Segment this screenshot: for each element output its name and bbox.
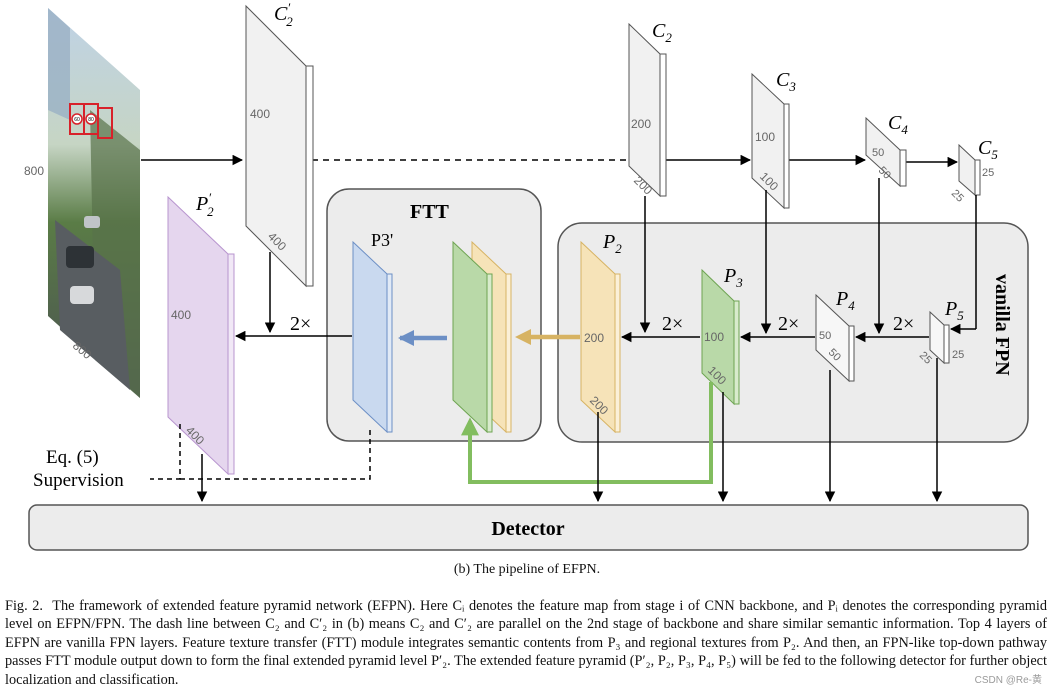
p4-feature-map bbox=[815, 293, 855, 383]
sign-label-1: 60 bbox=[74, 117, 80, 123]
detector-label: Detector bbox=[491, 518, 564, 540]
sign-label-2: 80 bbox=[88, 117, 94, 123]
subcaption: (b) The pipeline of EFPN. bbox=[453, 562, 601, 577]
upsample-label-p3: 2× bbox=[778, 313, 799, 335]
p2-feature-map bbox=[580, 240, 621, 434]
image-height-label: 800 bbox=[24, 164, 44, 178]
c5-title: C5 bbox=[978, 137, 998, 162]
upsample-label-p2prime: 2× bbox=[290, 313, 311, 335]
detector-box bbox=[28, 504, 1029, 551]
p5-feature-map bbox=[929, 310, 950, 365]
p4-left-label: 50 bbox=[819, 330, 831, 342]
p2-prime-title: P′2 bbox=[195, 190, 214, 219]
p2-left-label: 200 bbox=[584, 331, 604, 345]
c3-title: C3 bbox=[776, 69, 796, 94]
c2-prime-title: C′2 bbox=[274, 0, 293, 29]
ftt-title: FTT bbox=[410, 201, 450, 223]
p2-prime-feature-map bbox=[167, 195, 235, 476]
c5-feature-map bbox=[958, 143, 981, 197]
p2-prime-left-label: 400 bbox=[171, 308, 191, 322]
c3-left-label: 100 bbox=[755, 130, 775, 144]
p5-right-label: 25 bbox=[952, 349, 964, 361]
c4-feature-map bbox=[865, 116, 907, 188]
c2-title: C2 bbox=[652, 20, 672, 45]
upsample-label-p2: 2× bbox=[662, 313, 683, 335]
supervision-label: Supervision bbox=[33, 470, 124, 491]
c5-right-label: 25 bbox=[982, 167, 994, 179]
c5-bottom-label: 25 bbox=[949, 188, 966, 205]
p3-prime-title: P3' bbox=[371, 230, 393, 250]
c4-left-label: 50 bbox=[872, 147, 884, 159]
c2-left-label: 200 bbox=[631, 117, 651, 131]
figure-caption: Fig. 2. The framework of extended featur… bbox=[5, 597, 1047, 689]
c4-title: C4 bbox=[888, 112, 908, 137]
watermark: CSDN @Re-黄 bbox=[974, 675, 1042, 686]
upsample-label-p4: 2× bbox=[893, 313, 914, 335]
vanilla-fpn-label: vanilla FPN bbox=[991, 274, 1013, 376]
p3-feature-map bbox=[701, 268, 740, 406]
ftt-stacked-green-map bbox=[452, 240, 512, 434]
caption-fig-label: Fig. 2. bbox=[5, 598, 44, 614]
c3-feature-map bbox=[751, 72, 790, 210]
vanilla-fpn-box bbox=[557, 222, 1029, 443]
green-skip-arrow bbox=[461, 382, 713, 484]
c2-prime-feature-map bbox=[245, 4, 314, 288]
input-image: 60 80 bbox=[48, 8, 140, 398]
p3-prime-feature-map bbox=[352, 240, 393, 434]
eq-label: Eq. (5) bbox=[46, 447, 99, 468]
c2-feature-map bbox=[628, 22, 667, 198]
c2-prime-left-label: 400 bbox=[250, 107, 270, 121]
efpn-pipeline-diagram: 60 80 800 800 C′2 400 400 C2 200 200 C3 … bbox=[24, 0, 1029, 551]
caption-text: The framework of extended feature pyrami… bbox=[5, 598, 1048, 688]
p3-left-label: 100 bbox=[704, 330, 724, 344]
